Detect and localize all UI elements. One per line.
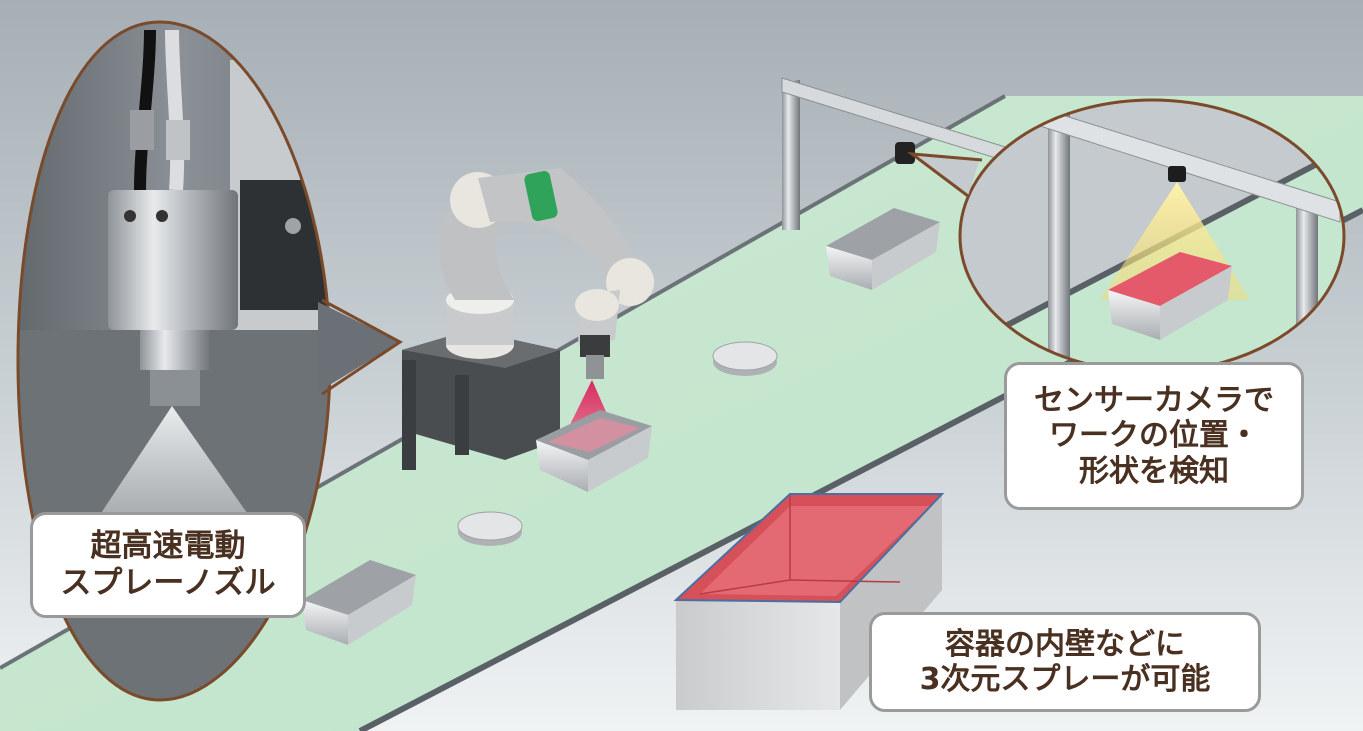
tray-back [826,208,940,290]
disc-front [457,511,523,546]
tray-front [302,560,416,645]
disc-mid [712,341,778,376]
large-container [673,493,945,710]
nozzle-label-line2: スプレーノズル [60,565,276,601]
spray-3d-label-line2: 3次元スプレーが可能 [919,662,1211,697]
sensor-gantry-frame [781,77,1016,230]
nozzle-label: 超高速電動 スプレーノズル [30,512,306,618]
sensor-label: センサーカメラで ワークの位置・ 形状を検知 [1004,362,1304,510]
sensor-label-line3: 形状を検知 [1079,453,1229,489]
robot-arm [402,168,654,470]
sensor-label-line1: センサーカメラで [1034,382,1274,418]
sensor-label-line2: ワークの位置・ [1049,418,1259,454]
sensor-closeup-callout [906,98,1346,374]
nozzle-label-line1: 超高速電動 [90,528,246,565]
tray-under-robot [536,410,652,492]
spray-3d-label: 容器の内壁などに 3次元スプレーが可能 [869,612,1261,712]
spray-3d-label-line1: 容器の内壁などに [945,626,1185,662]
